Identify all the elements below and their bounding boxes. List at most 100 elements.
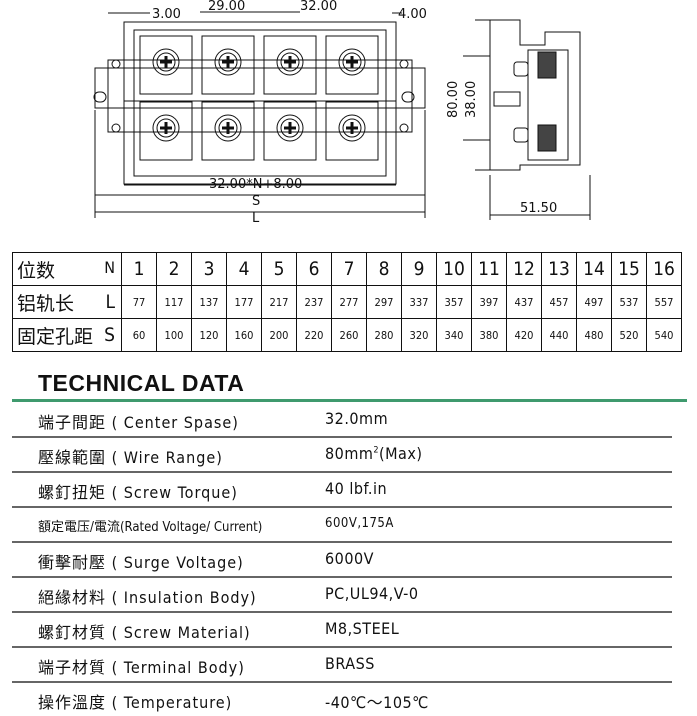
table-cell: 120 [191,318,227,352]
table-cell: 480 [576,318,612,352]
table-cell: 77 [121,285,157,319]
table-cell: 437 [506,285,542,319]
dim-left-margin: 3.00 [152,7,181,22]
table-cell: 320 [401,318,437,352]
dim-depth: 51.50 [520,201,557,216]
tech-label: 螺釘扭矩 ( Screw Torque) [38,483,238,502]
tech-label: 額定電压/電流(Rated Voltage/ Current) [38,520,263,535]
tech-value: -40℃～105℃ [325,689,429,713]
table-cell: 340 [436,318,472,352]
dim-pitch: 32.00 [300,0,337,14]
terminal-cell [139,101,193,161]
table-cell: 337 [401,285,437,319]
table-cell: 217 [261,285,297,319]
screw-icon [152,48,180,76]
tech-value: 40 lbf.in [325,479,387,498]
table-cell: 380 [471,318,507,352]
row-symbol: S [104,324,115,346]
dim-l: L [252,211,260,226]
table-cell: 420 [506,318,542,352]
table-cell: 60 [121,318,157,352]
tech-data-row: 螺釘扭矩 ( Screw Torque) 40 lbf.in [12,472,672,508]
tech-value-text: 32.0mm [325,409,389,428]
tech-label: 衝擊耐壓 ( Surge Voltage) [38,553,244,572]
tech-value: BRASS [325,654,375,673]
table-cell: 100 [156,318,192,352]
table-cell: 7 [331,252,367,286]
tech-value: 6000V [325,549,374,568]
table-cell: 540 [646,318,682,352]
tech-value-text: 600V,175A [325,516,394,531]
table-cell: 277 [331,285,367,319]
terminal-cell [201,101,255,161]
screw-icon [214,48,242,76]
terminal-cell [201,35,255,95]
screw-icon [338,48,366,76]
table-cell: 137 [191,285,227,319]
divider [12,399,687,402]
dim-formula: 32.00*N+8.00 [209,177,302,192]
row-symbol: L [105,291,115,313]
terminal-cell [325,35,379,95]
row-label-text: 位数 [17,259,56,282]
terminal-cell [139,35,193,95]
table-cell: 440 [541,318,577,352]
terminal-cell [263,101,317,161]
table-cell: 520 [611,318,647,352]
tech-label: 端子材質 ( Terminal Body) [38,658,245,677]
tech-data-row: 絕緣材料 ( Insulation Body) PC,UL94,V-0 [12,577,672,613]
tech-value-text: 80mm [325,444,374,463]
tech-value-text: 6000V [325,549,374,568]
table-cell: 3 [191,252,227,286]
tech-label: 螺釘材質 ( Screw Material) [38,623,251,642]
tech-data-row: 額定電压/電流(Rated Voltage/ Current) 600V,175A [12,507,672,543]
table-cell: 5 [261,252,297,286]
technical-data-title: TECHNICAL DATA [38,370,245,396]
terminal-cell [263,35,317,95]
tech-value: PC,UL94,V-0 [325,584,419,603]
table-cell: 6 [296,252,332,286]
table-cell: 11 [471,252,507,286]
tech-label: 絕緣材料 ( Insulation Body) [38,588,257,607]
table-cell: 557 [646,285,682,319]
tech-value-text: 40 lbf.in [325,479,388,498]
tech-data-row: 壓線範圍 ( Wire Range)80mm2(Max) [12,437,672,473]
screw-icon [152,114,180,142]
table-cell: 280 [366,318,402,352]
table-cell: 8 [366,252,402,286]
tech-data-row: 螺釘材質 ( Screw Material)M8,STEEL [12,612,672,648]
tech-value-sup: 2 [373,445,380,456]
table-cell: 10 [436,252,472,286]
tech-data-row: 衝擊耐壓 ( Surge Voltage) 6000V [12,542,672,578]
tech-data-row: 端子間距 ( Center Spase) 32.0mm [12,402,672,438]
side-view [463,19,591,220]
tech-label: 端子間距 ( Center Spase) [38,413,239,432]
tech-data-row: 端子材質 ( Terminal Body) BRASS [12,647,672,683]
table-cell: 260 [331,318,367,352]
table-cell: 457 [541,285,577,319]
dim-first-pitch: 29.00 [208,0,245,14]
table-cell: 15 [611,252,647,286]
tech-value: 600V,175A [325,516,394,531]
table-cell: 297 [366,285,402,319]
table-cell: 497 [576,285,612,319]
dim-height-inner: 38.00 [464,81,479,118]
table-cell: 160 [226,318,262,352]
tech-data-row: 操作溫度 ( Temperature) -40℃～105℃ [12,682,672,716]
table-cell: 537 [611,285,647,319]
table-cell: 16 [646,252,682,286]
table-cell: 9 [401,252,437,286]
table-cell: 13 [541,252,577,286]
dim-s: S [252,194,260,209]
terminal-cell [325,101,379,161]
tech-value-text: BRASS [325,654,375,673]
tech-label: 操作溫度 ( Temperature) [38,693,233,712]
tech-value: 80mm2(Max) [325,444,423,463]
technical-drawing: 3.00 29.00 32.00 4.00 32.00*N+8.00 S L 8… [93,0,591,226]
tech-value-text: -40℃～105℃ [325,693,429,712]
